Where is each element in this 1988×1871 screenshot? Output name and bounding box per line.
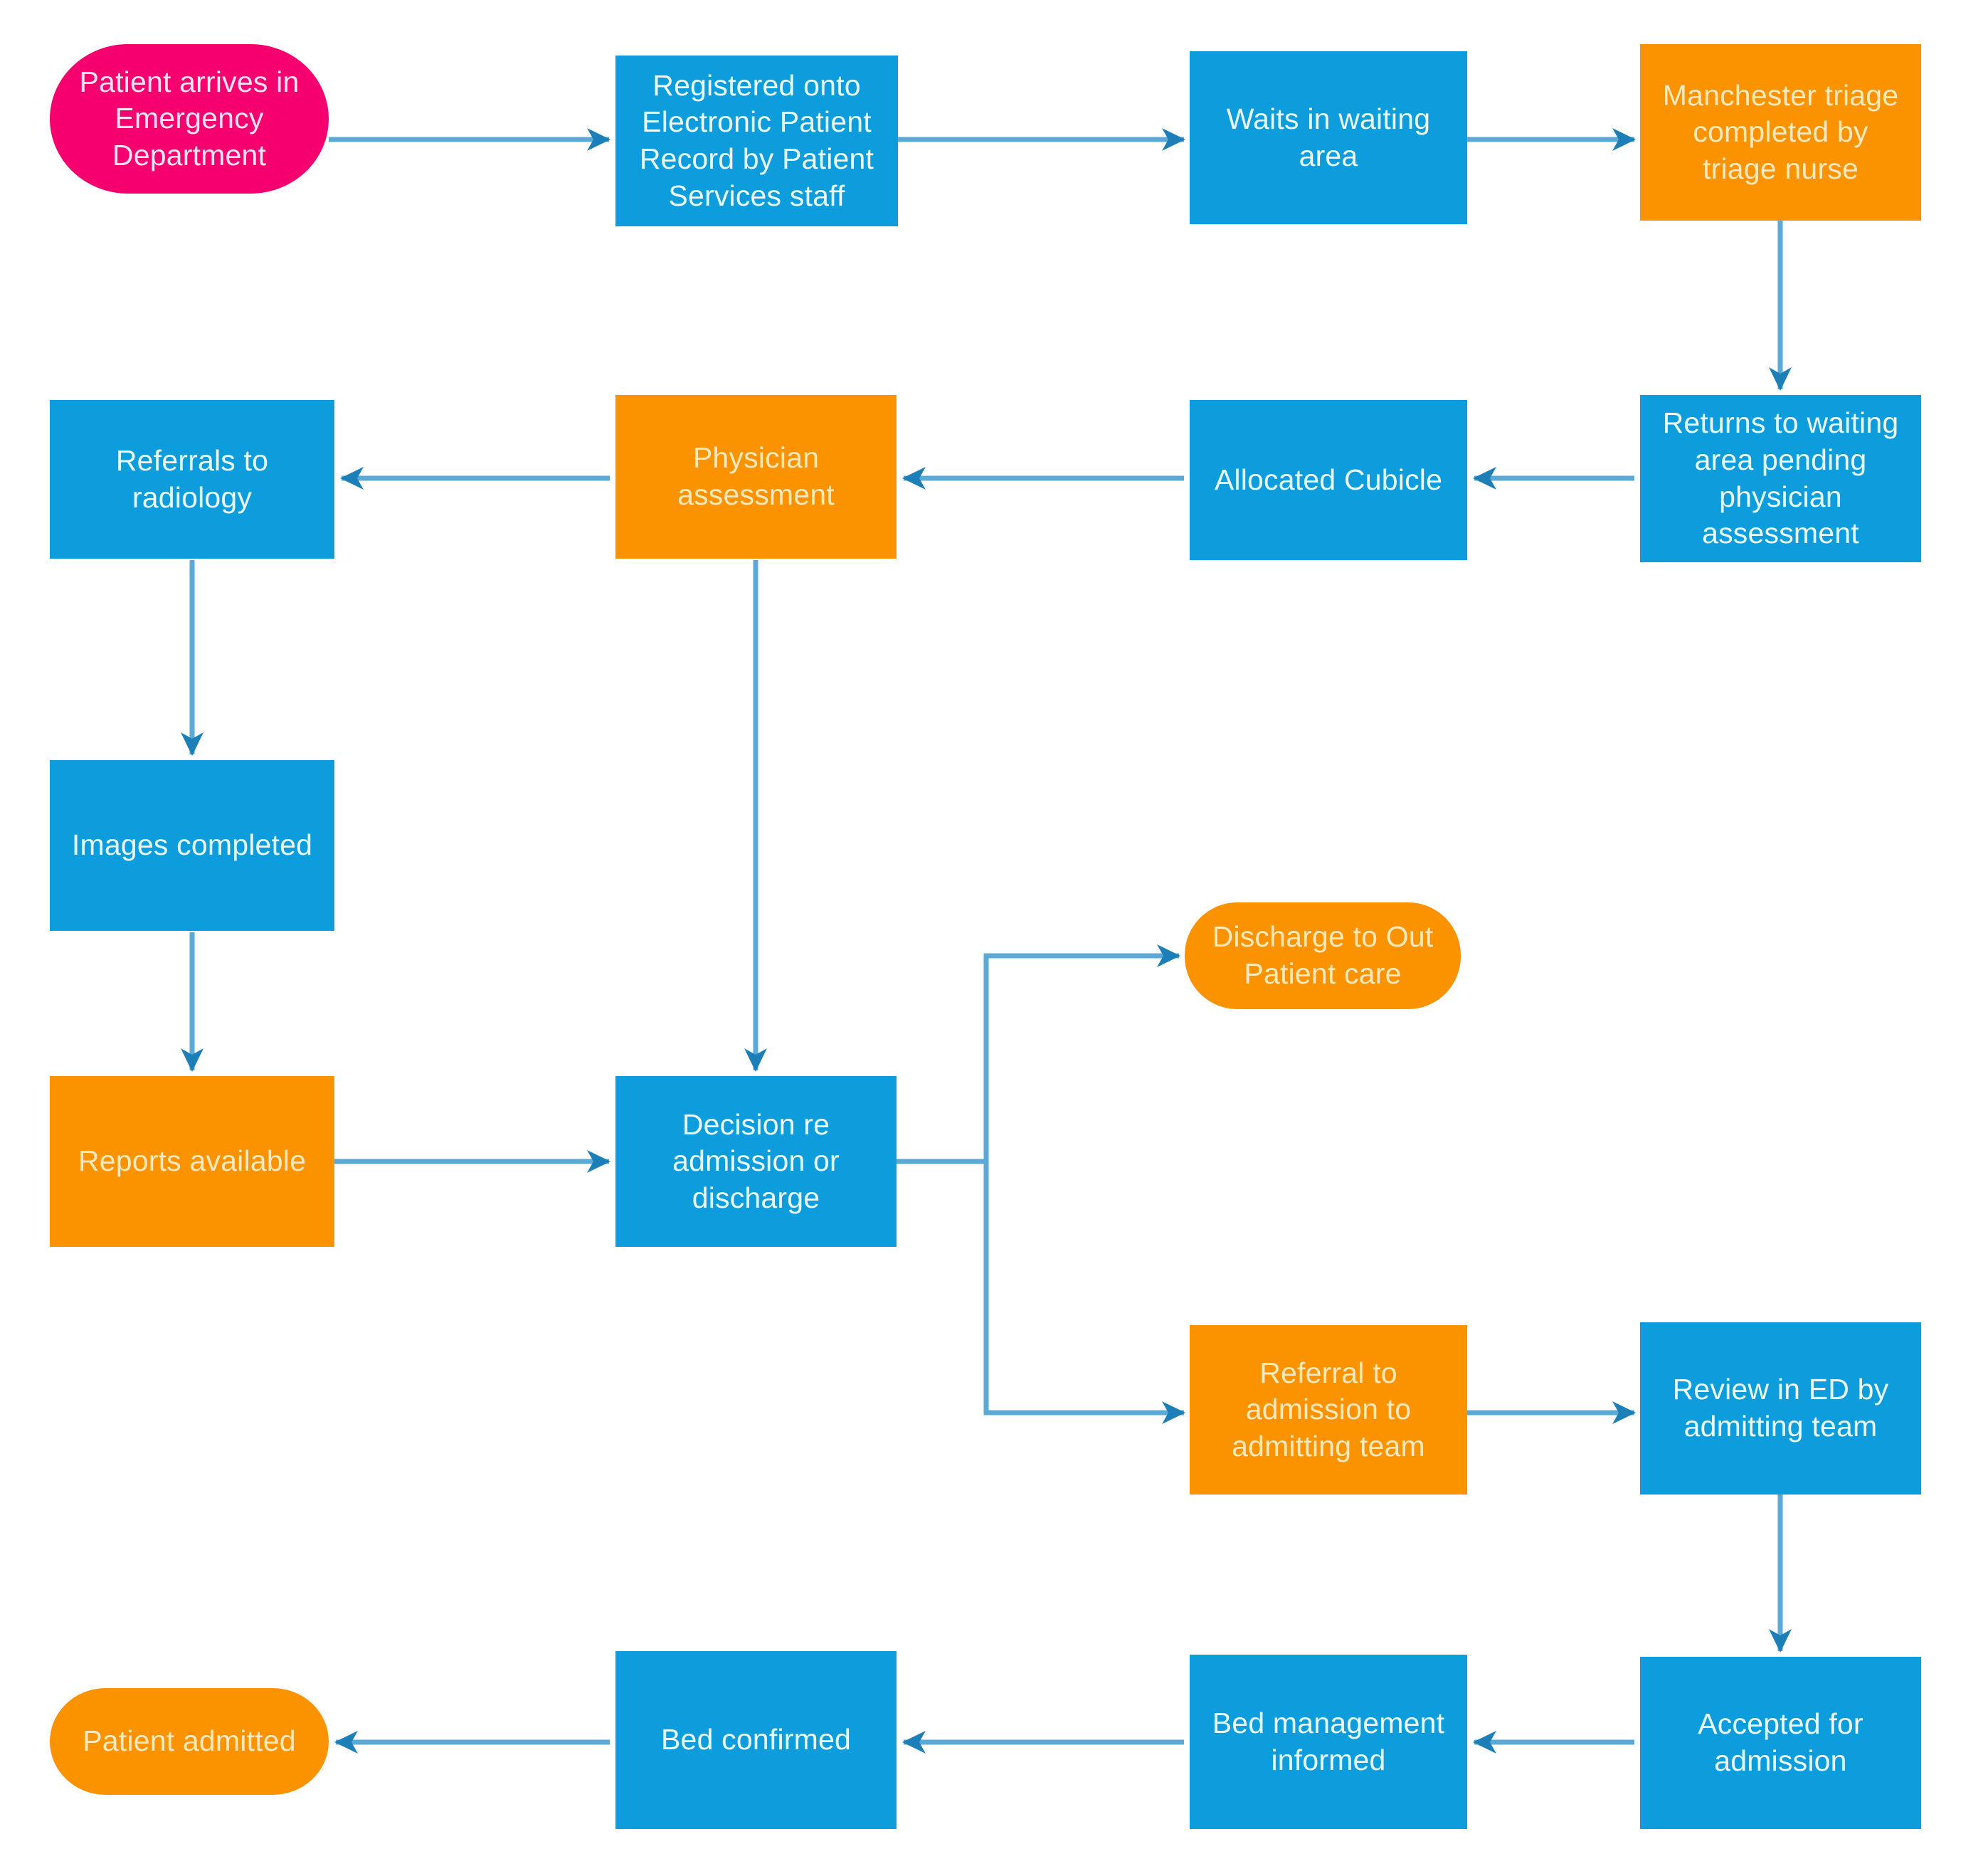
node-label-patient-admitted: Patient admitted: [83, 1724, 296, 1758]
node-physician-assessment[interactable]: Physician assessment: [615, 395, 897, 559]
node-label-decision-admission-discharge: Decision re admission or discharge: [672, 1107, 840, 1214]
node-referrals-radiology[interactable]: Referrals to radiology: [50, 400, 334, 559]
node-bed-confirmed[interactable]: Bed confirmed: [615, 1651, 897, 1829]
edge-decision-to-discharge: [897, 944, 1180, 1164]
node-label-patient-arrives: Patient arrives in Emergency Department: [79, 65, 300, 172]
node-discharge-outpatient[interactable]: Discharge to Out Patient care: [1185, 902, 1461, 1009]
node-label-accepted-admission: Accepted for admission: [1698, 1707, 1863, 1777]
node-waits-waiting-area[interactable]: Waits in waiting area: [1190, 51, 1467, 224]
node-accepted-admission[interactable]: Accepted for admission: [1640, 1657, 1921, 1829]
node-referral-admitting-team[interactable]: Referral to admission to admitting team: [1190, 1325, 1467, 1495]
node-label-registered-epr: Registered onto Electronic Patient Recor…: [639, 68, 874, 212]
node-allocated-cubicle[interactable]: Allocated Cubicle: [1190, 400, 1467, 560]
node-label-referrals-radiology: Referrals to radiology: [115, 443, 269, 514]
node-label-manchester-triage: Manchester triage completed by triage nu…: [1662, 78, 1899, 185]
node-label-returns-waiting-area: Returns to waiting area pending physicia…: [1662, 406, 1899, 550]
node-patient-arrives[interactable]: Patient arrives in Emergency Department: [50, 44, 329, 194]
node-patient-admitted[interactable]: Patient admitted: [50, 1688, 329, 1795]
node-label-review-in-ed: Review in ED by admitting team: [1672, 1373, 1889, 1443]
node-images-completed[interactable]: Images completed: [50, 760, 334, 931]
edge-decision-to-referral: [983, 1161, 1185, 1424]
node-label-referral-admitting-team: Referral to admission to admitting team: [1232, 1356, 1425, 1462]
node-returns-waiting-area[interactable]: Returns to waiting area pending physicia…: [1640, 395, 1921, 562]
node-label-waits-waiting-area: Waits in waiting area: [1226, 102, 1431, 172]
node-reports-available[interactable]: Reports available: [50, 1076, 334, 1247]
node-registered-epr[interactable]: Registered onto Electronic Patient Recor…: [615, 56, 898, 226]
node-label-allocated-cubicle: Allocated Cubicle: [1214, 463, 1443, 496]
node-label-discharge-outpatient: Discharge to Out Patient care: [1212, 920, 1434, 990]
node-label-reports-available: Reports available: [78, 1144, 307, 1178]
node-label-bed-management-informed: Bed management informed: [1212, 1706, 1445, 1776]
node-label-bed-confirmed: Bed confirmed: [661, 1723, 851, 1756]
node-bed-management-informed[interactable]: Bed management informed: [1190, 1655, 1467, 1829]
node-label-physician-assessment: Physician assessment: [677, 441, 835, 511]
node-review-in-ed[interactable]: Review in ED by admitting team: [1640, 1322, 1921, 1495]
node-label-images-completed: Images completed: [71, 828, 313, 862]
node-manchester-triage[interactable]: Manchester triage completed by triage nu…: [1640, 44, 1921, 221]
node-decision-admission-discharge[interactable]: Decision re admission or discharge: [615, 1076, 897, 1247]
